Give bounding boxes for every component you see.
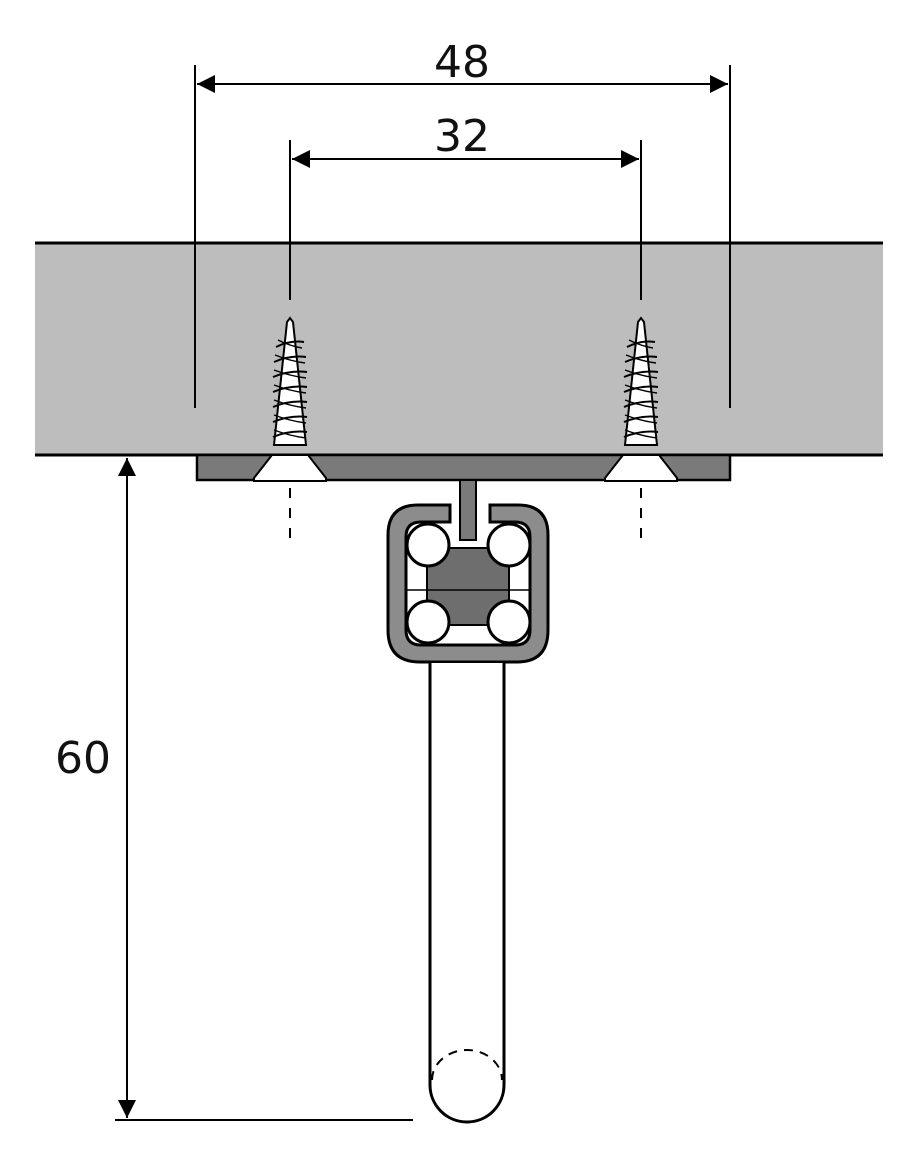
roller-top-left: [405, 522, 451, 568]
rail-rollers: [405, 522, 532, 645]
roller-bottom-left: [405, 599, 451, 645]
screw-left: [253, 316, 327, 540]
dimension-48: 48: [197, 37, 728, 93]
shelf-panel: [35, 241, 883, 457]
rail-stem: [459, 479, 477, 541]
extension-lines-32: [289, 140, 642, 300]
hanging-rod: [428, 663, 506, 1124]
roller-bottom-right: [486, 599, 532, 645]
dimension-32-label: 32: [434, 111, 490, 162]
dimension-32: 32: [292, 111, 639, 168]
dimension-48-label: 48: [434, 37, 490, 88]
dimension-60-label: 60: [55, 733, 111, 784]
screw-right: [604, 316, 678, 540]
roller-top-right: [486, 522, 532, 568]
extension-lines-48: [194, 65, 731, 408]
dimension-60: 60: [55, 458, 413, 1121]
